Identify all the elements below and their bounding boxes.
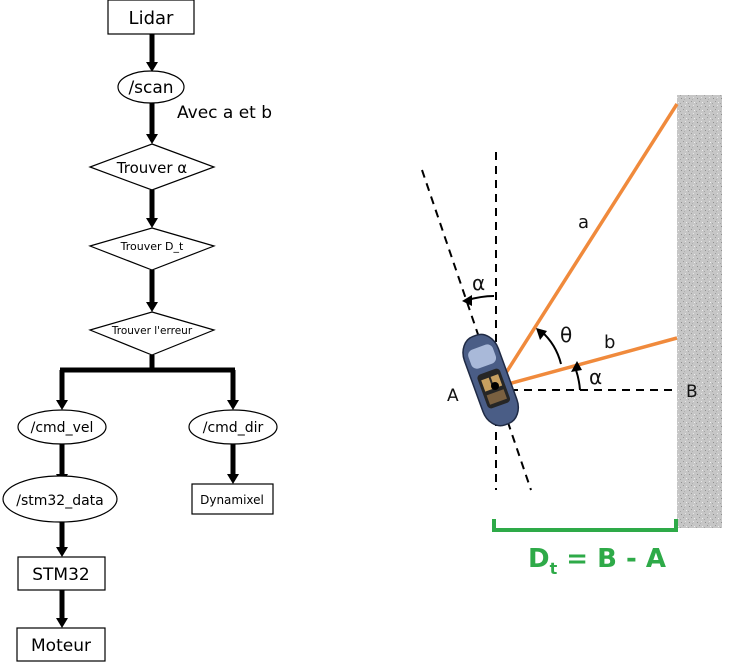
arrowhead: [56, 400, 68, 410]
alpha-label: Trouver α: [116, 159, 188, 177]
cmddir-label: /cmd_dir: [203, 420, 264, 436]
car-windshield: [468, 344, 497, 369]
lidar-box: [107, 0, 195, 35]
moteur-label: Moteur: [31, 636, 91, 656]
point-a-label: A: [447, 386, 459, 406]
err-diamond: [88, 311, 216, 356]
reference-lines: [421, 152, 677, 491]
arrowhead: [227, 400, 239, 410]
flowchart: Lidar /scan Avec a et b Trouver α Trouve…: [2, 0, 278, 662]
ray-a: [495, 103, 679, 388]
node-stm32data: /stm32_data: [2, 475, 118, 523]
theta-label: θ: [560, 323, 572, 347]
distance-bracket: [492, 519, 678, 532]
alpha-top-label: α: [472, 271, 485, 295]
lidar-origin-point: [491, 382, 499, 390]
arrowhead: [146, 62, 158, 72]
stm32-label: STM32: [32, 565, 89, 585]
car-axis-line: [421, 169, 532, 491]
formula-rest: = B - A: [557, 544, 666, 574]
distance-formula: Dt = B - A: [528, 544, 666, 578]
node-cmdvel: /cmd_vel: [17, 409, 107, 445]
alpha-bottom-label: α: [589, 365, 602, 389]
node-cmddir: /cmd_dir: [188, 409, 278, 445]
arrowhead: [146, 218, 158, 228]
alpha-diamond: [88, 143, 216, 191]
cmdvel-ellipse: [17, 409, 107, 445]
node-lidar: Lidar: [107, 0, 195, 35]
arrowhead: [56, 547, 68, 557]
theta-arrowhead: [536, 328, 547, 340]
stm32data-ellipse: [2, 475, 118, 523]
theta-arc: [540, 330, 562, 365]
node-dt: Trouver D_t: [88, 227, 216, 271]
alpha-bottom-arc: [575, 369, 581, 391]
car-rear-seat: [486, 389, 507, 405]
arrowhead: [227, 474, 239, 484]
node-alpha: Trouver α: [88, 143, 216, 191]
dyna-label: Dynamixel: [200, 493, 264, 507]
car: [462, 333, 520, 427]
alpha-bottom-arrowhead: [571, 361, 582, 372]
arrowhead: [56, 618, 68, 628]
cmdvel-label: /cmd_vel: [31, 420, 94, 436]
dyna-box: [191, 483, 274, 515]
formula-main: D: [528, 544, 550, 574]
point-b-label: B: [686, 382, 698, 402]
arrowhead: [146, 302, 158, 312]
node-stm32: STM32: [17, 556, 106, 591]
ray-b: [496, 336, 678, 389]
arrowhead: [146, 134, 158, 144]
stm32-box: [17, 556, 106, 591]
ray-a-label: a: [578, 212, 589, 233]
wall: [677, 95, 722, 528]
cmddir-ellipse: [188, 409, 278, 445]
err-label: Trouver l'erreur: [111, 325, 193, 337]
car-seat: [481, 377, 493, 392]
geometry-diagram: a b θ α α A B Dt = B - A: [421, 95, 722, 578]
node-moteur: Moteur: [16, 627, 106, 662]
formula-subscript: t: [550, 559, 558, 578]
stm32data-label: /stm32_data: [16, 493, 104, 509]
node-err: Trouver l'erreur: [88, 311, 216, 356]
alpha-top-arrowhead: [462, 295, 472, 306]
flow-annotation: Avec a et b: [177, 103, 272, 123]
node-dyna: Dynamixel: [191, 483, 274, 515]
scan-ellipse: [117, 70, 185, 104]
lidar-label: Lidar: [129, 8, 174, 29]
scan-label: /scan: [128, 78, 173, 98]
flow-connectors: [59, 34, 236, 618]
dt-label: Trouver D_t: [120, 240, 184, 253]
ray-b-label: b: [604, 332, 615, 353]
node-scan: /scan: [117, 70, 185, 104]
moteur-box: [16, 627, 106, 662]
dt-diamond: [88, 227, 216, 271]
